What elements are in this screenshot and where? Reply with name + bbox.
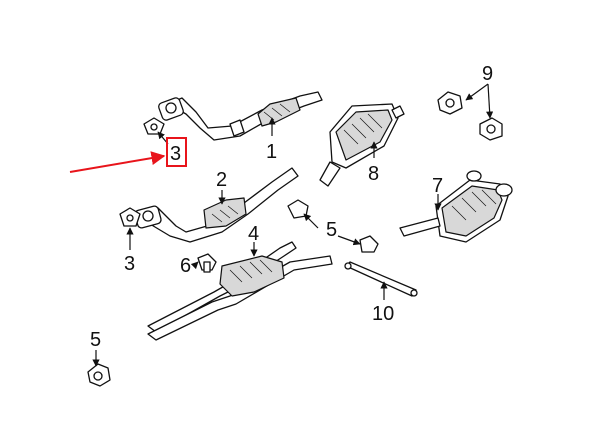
flange-gasket-upper bbox=[143, 117, 165, 135]
callout-8: 8 bbox=[368, 163, 379, 185]
front-pipe-catalytic-converter-lower bbox=[134, 167, 299, 243]
intermediate-pipe-resonator bbox=[147, 241, 333, 341]
callout-3-bottom: 3 bbox=[124, 253, 135, 275]
callout-7: 7 bbox=[432, 175, 443, 197]
callout-2: 2 bbox=[216, 169, 227, 191]
support-bracket-rod bbox=[344, 261, 418, 297]
callout-9: 9 bbox=[482, 63, 493, 85]
callout-1: 1 bbox=[266, 141, 277, 163]
callout-5-left: 5 bbox=[90, 329, 101, 351]
rubber-hanger-lower bbox=[479, 117, 503, 141]
clamp-bracket-right-pair bbox=[287, 199, 379, 253]
clamp-left bbox=[87, 363, 111, 387]
leader-lines bbox=[92, 83, 494, 367]
callout-6: 6 bbox=[180, 255, 191, 277]
front-pipe-catalytic-converter-upper bbox=[158, 91, 323, 141]
callout-10: 10 bbox=[372, 303, 394, 325]
pipe-clamp bbox=[197, 253, 217, 273]
callout-5-right: 5 bbox=[326, 219, 337, 241]
callout-3-top: 3 bbox=[170, 143, 181, 165]
muffler-front bbox=[319, 103, 405, 187]
muffler-rear bbox=[399, 170, 513, 243]
highlight-box bbox=[166, 137, 187, 167]
flange-gasket-lower bbox=[119, 207, 141, 227]
rubber-hanger-upper bbox=[437, 91, 463, 115]
highlight-arrow bbox=[69, 151, 166, 173]
callout-4: 4 bbox=[248, 223, 259, 245]
